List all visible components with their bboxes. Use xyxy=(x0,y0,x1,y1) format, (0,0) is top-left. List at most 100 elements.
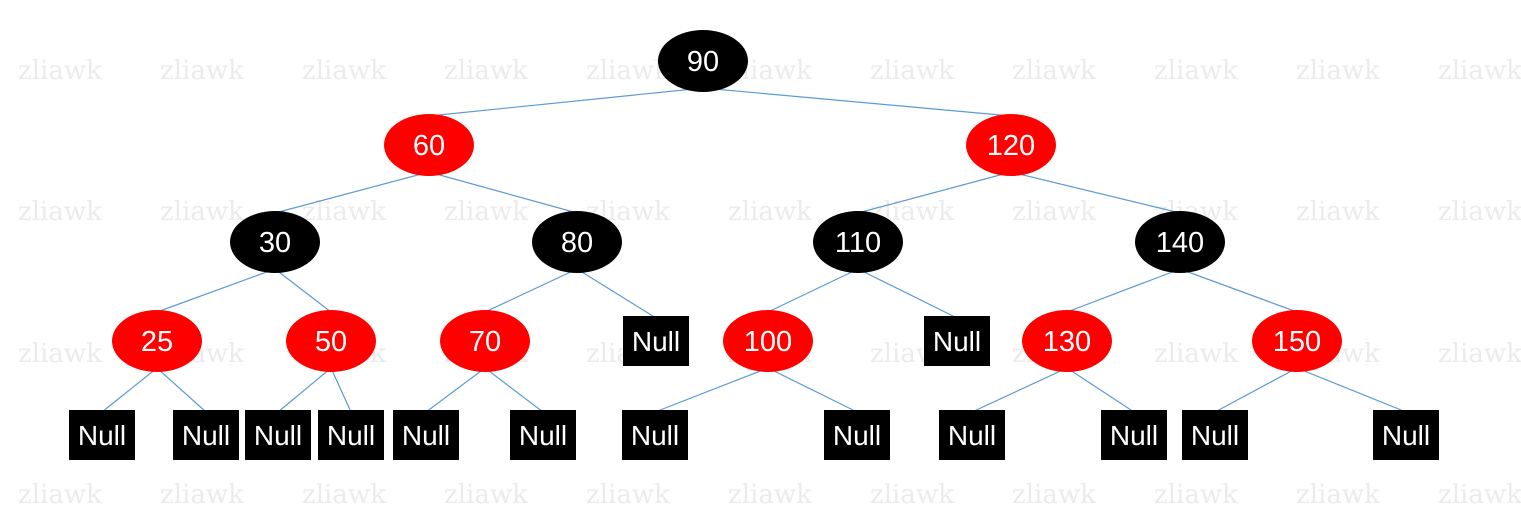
null-50-left-leaf: Null xyxy=(245,410,311,460)
tree-node-110: 110 xyxy=(813,211,903,273)
null-70-left-leaf: Null xyxy=(393,410,459,460)
watermark-text: zliawk xyxy=(1012,56,1096,86)
black-node-shape xyxy=(230,211,320,273)
watermark-text: zliawk xyxy=(1154,480,1238,510)
null-leaf-label: Null xyxy=(402,420,450,451)
null-70-right-leaf: Null xyxy=(510,410,576,460)
watermark-text: zliawk xyxy=(302,56,386,86)
watermark-text: zliawk xyxy=(18,56,102,86)
null-leaf-label: Null xyxy=(1110,420,1158,451)
tree-node-25: 25 xyxy=(112,310,202,372)
red-node-shape xyxy=(723,310,813,372)
node-label: 140 xyxy=(1156,227,1204,259)
edge-n120-n140 xyxy=(1010,171,1181,214)
tree-node-90: 90 xyxy=(658,30,748,92)
edge-n130-null-130-left xyxy=(971,367,1068,413)
watermark-text: zliawk xyxy=(1438,197,1521,227)
edge-n140-n150 xyxy=(1179,268,1298,313)
node-label: 50 xyxy=(315,326,347,358)
edge-n70-null-70-left xyxy=(425,367,486,413)
null-leaf-label: Null xyxy=(1382,420,1430,451)
watermark-text: zliawk xyxy=(586,480,670,510)
tree-node-70: 70 xyxy=(440,310,530,372)
tree-node-50: 50 xyxy=(286,310,376,372)
watermark-text: zliawk xyxy=(728,480,812,510)
watermark-text: zliawk xyxy=(1296,56,1380,86)
null-110-right-leaf: Null xyxy=(924,316,990,366)
watermark-text: zliawk xyxy=(1296,480,1380,510)
watermark-text: zliawk xyxy=(870,56,954,86)
edge-n70-null-70-right xyxy=(484,367,544,413)
null-100-left-leaf: Null xyxy=(622,410,688,460)
node-label: 120 xyxy=(987,130,1035,162)
edge-n60-n30 xyxy=(274,171,430,214)
edge-n150-null-150-right xyxy=(1296,367,1407,413)
null-130-right-leaf: Null xyxy=(1101,410,1167,460)
null-leaf-label: Null xyxy=(1191,420,1239,451)
edge-n80-n70 xyxy=(484,268,578,313)
node-label: 90 xyxy=(687,46,719,78)
null-leaf-box xyxy=(1182,410,1248,460)
null-leaf-label: Null xyxy=(327,420,375,451)
red-node-shape xyxy=(966,114,1056,176)
edge-layer xyxy=(101,87,1407,413)
tree-node-150: 150 xyxy=(1252,310,1342,372)
null-150-left-leaf: Null xyxy=(1182,410,1248,460)
watermark-text: zliawk xyxy=(1296,197,1380,227)
node-label: 25 xyxy=(141,326,173,358)
watermark-text: zliawk xyxy=(1012,480,1096,510)
watermark-text: zliawk xyxy=(1438,480,1521,510)
watermark-text: zliawk xyxy=(586,56,670,86)
node-label: 60 xyxy=(413,130,445,162)
black-node-shape xyxy=(658,30,748,92)
edge-n110-n100 xyxy=(767,268,859,313)
null-leaf-box xyxy=(824,410,890,460)
edge-n80-null-80-right xyxy=(576,268,657,319)
edge-n60-n80 xyxy=(428,171,578,214)
tree-node-120: 120 xyxy=(966,114,1056,176)
watermark-text: zliawk xyxy=(160,197,244,227)
null-25-right-leaf: Null xyxy=(173,410,239,460)
null-leaf-label: Null xyxy=(632,326,680,357)
edge-n90-n60 xyxy=(428,87,704,117)
null-leaf-label: Null xyxy=(519,420,567,451)
tree-node-100: 100 xyxy=(723,310,813,372)
black-node-shape xyxy=(813,211,903,273)
watermark-text: zliawk xyxy=(728,197,812,227)
watermark-text: zliawk xyxy=(18,480,102,510)
edge-n50-null-50-left xyxy=(277,367,332,413)
null-leaf-box xyxy=(623,316,689,366)
edge-n100-null-100-left xyxy=(654,367,769,413)
null-leaf-label: Null xyxy=(833,420,881,451)
watermark-text: zliawk xyxy=(302,480,386,510)
null-50-right-leaf: Null xyxy=(318,410,384,460)
null-leaf-label: Null xyxy=(933,326,981,357)
null-150-right-leaf: Null xyxy=(1373,410,1439,460)
edge-n100-null-100-right xyxy=(767,367,858,413)
watermark-text: zliawk xyxy=(160,56,244,86)
black-node-shape xyxy=(532,211,622,273)
null-leaf-label: Null xyxy=(78,420,126,451)
null-130-left-leaf: Null xyxy=(939,410,1005,460)
watermark-text: zliawk xyxy=(1154,56,1238,86)
edge-n25-null-25-left xyxy=(101,367,158,413)
null-100-right-leaf: Null xyxy=(824,410,890,460)
null-leaf-label: Null xyxy=(631,420,679,451)
edge-n30-n50 xyxy=(274,268,332,313)
null-25-left-leaf: Null xyxy=(69,410,135,460)
null-leaf-box xyxy=(510,410,576,460)
tree-node-60: 60 xyxy=(384,114,474,176)
null-leaf-box xyxy=(924,316,990,366)
edge-n130-null-130-right xyxy=(1066,367,1135,413)
watermark-text: zliawk xyxy=(444,197,528,227)
node-label: 80 xyxy=(561,227,593,259)
watermark-text: zliawk xyxy=(1438,56,1521,86)
null-leaf-label: Null xyxy=(254,420,302,451)
edge-n50-null-50-right xyxy=(330,367,352,413)
null-80-right-leaf: Null xyxy=(623,316,689,366)
watermark-text: zliawk xyxy=(870,480,954,510)
node-label: 110 xyxy=(835,227,881,259)
node-label: 70 xyxy=(469,326,501,358)
